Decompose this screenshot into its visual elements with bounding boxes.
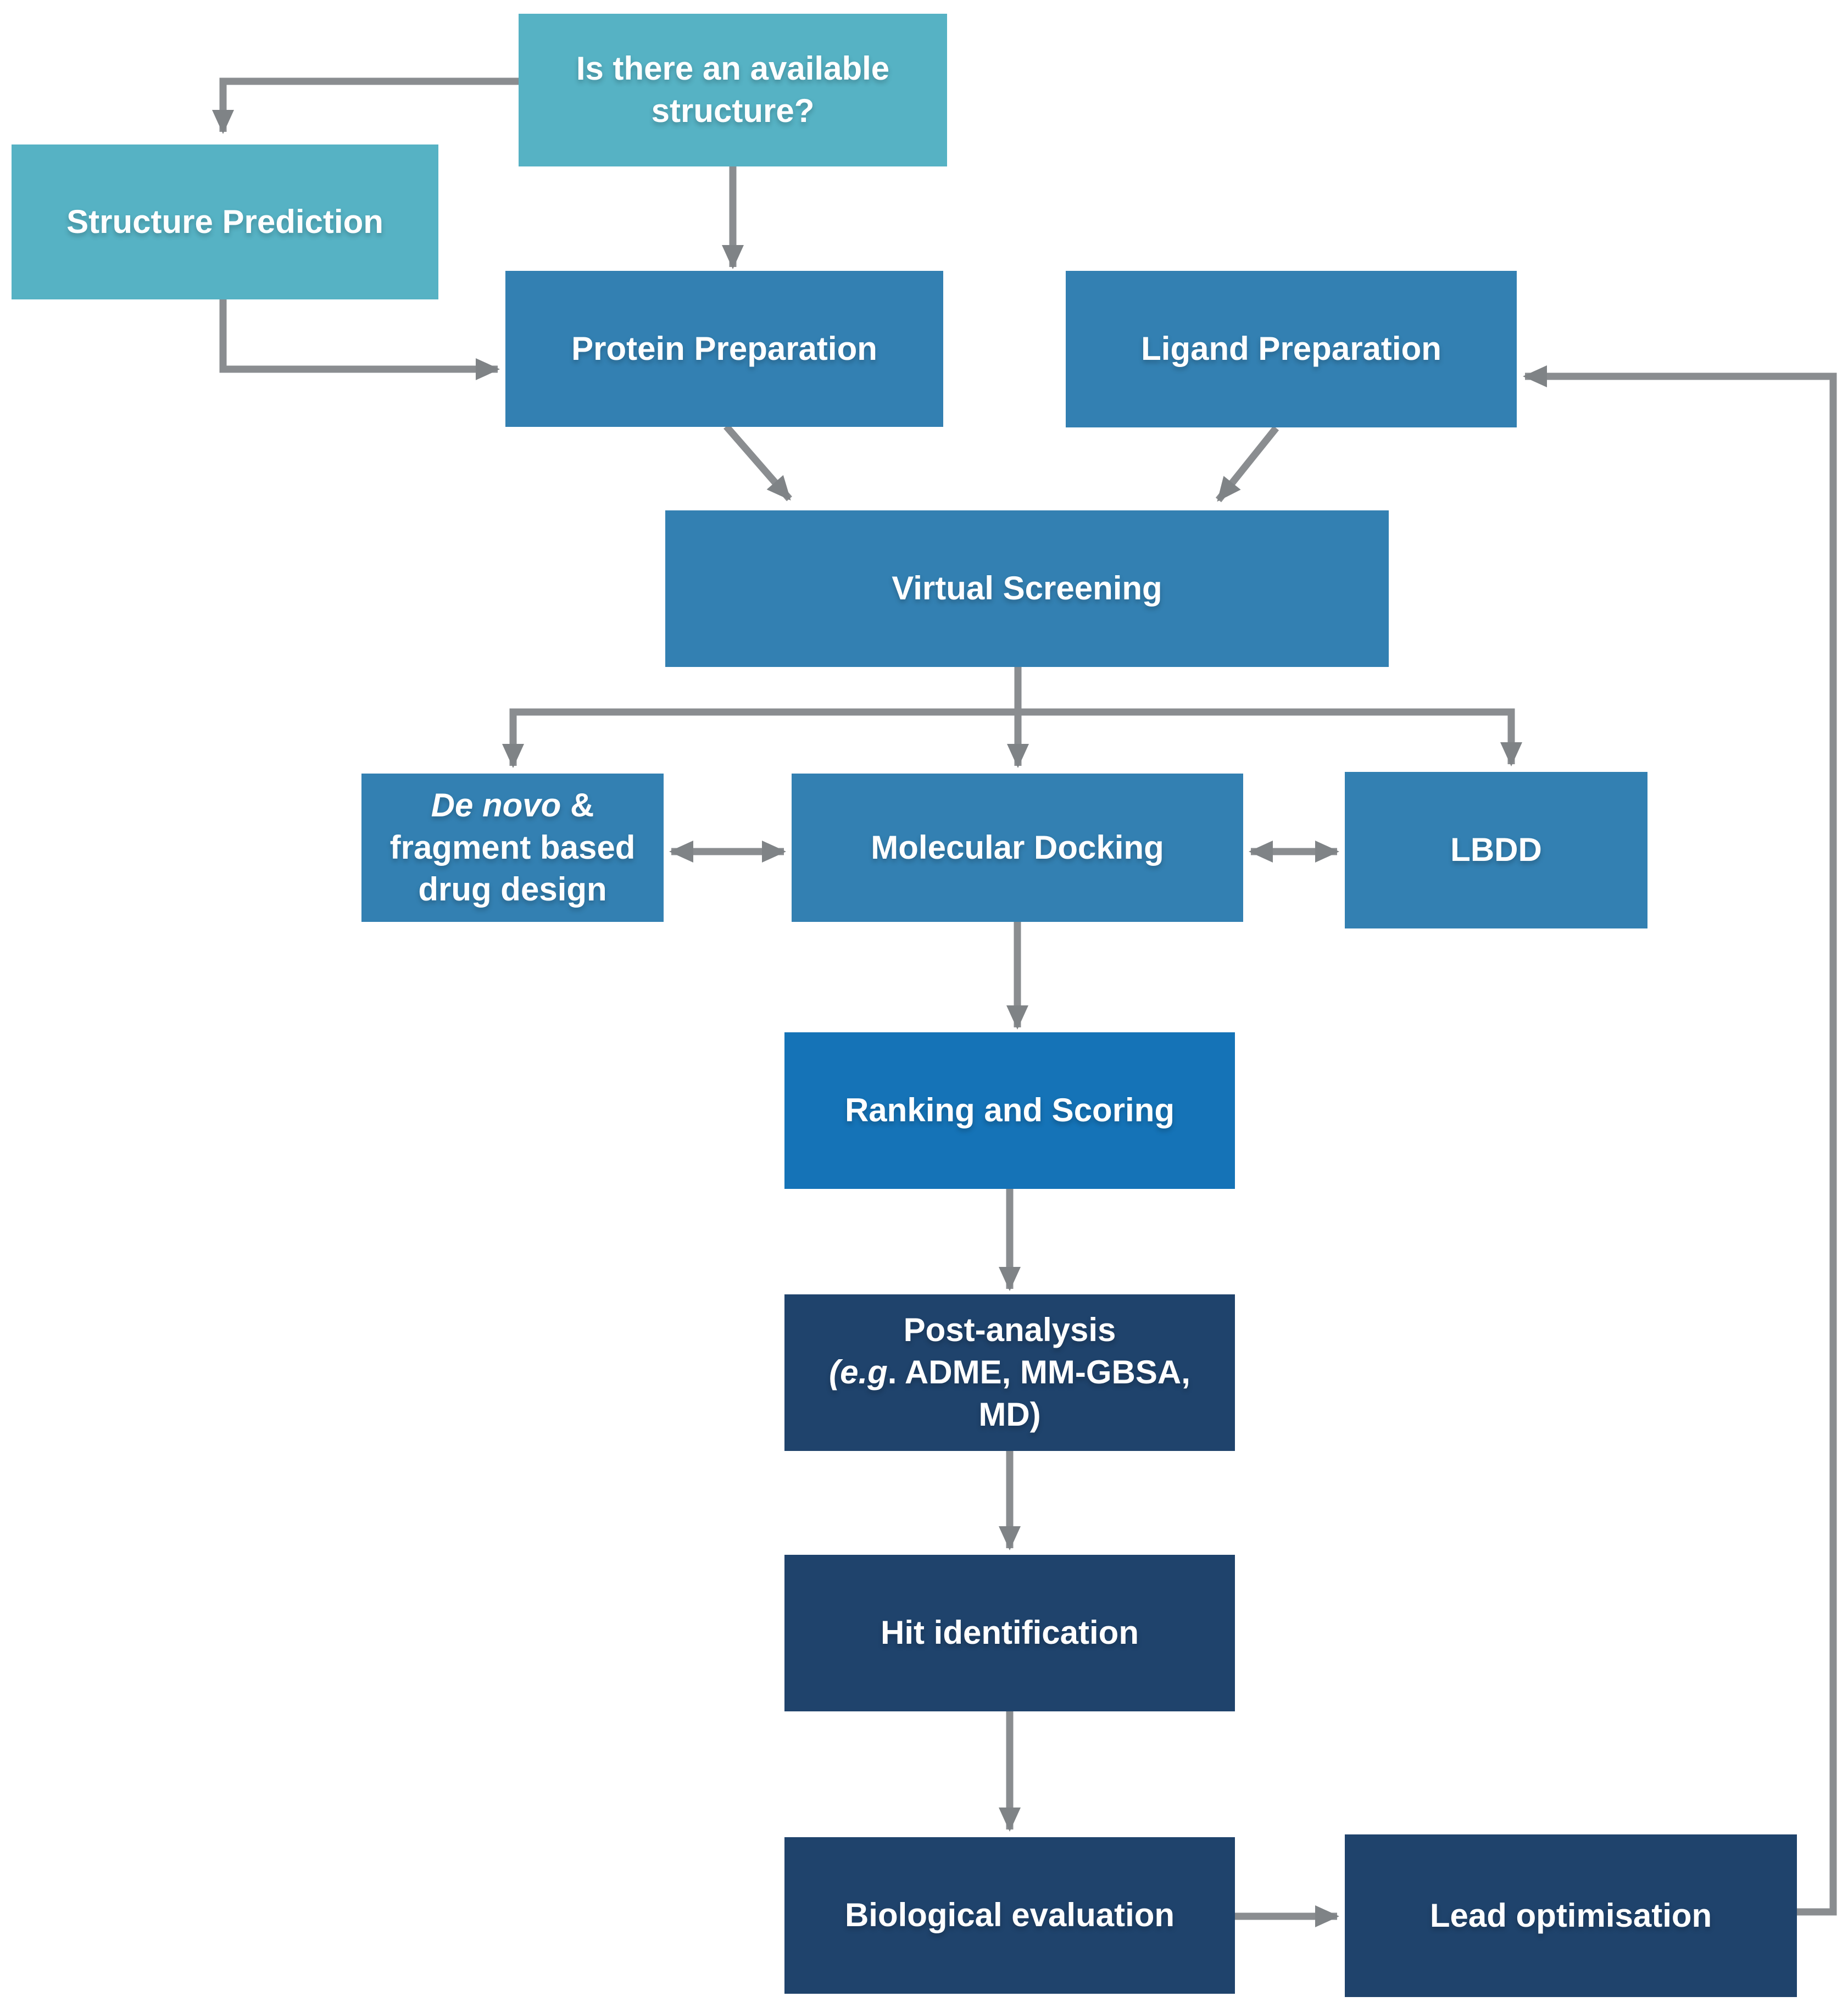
node-lead-optimisation: Lead optimisation xyxy=(1345,1834,1797,1997)
arrow-structure-prediction-to-protein-preparation xyxy=(219,299,500,380)
node-ligand-preparation: Ligand Preparation xyxy=(1066,271,1517,427)
node-virtual-screening: Virtual Screening xyxy=(665,510,1389,667)
node-de-novo-label: De novo & fragment based drug design xyxy=(390,785,636,911)
arrow-protein-preparation-to-virtual-screening xyxy=(723,424,792,502)
node-available-structure-question: Is there an available structure? xyxy=(519,14,947,166)
node-ranking-and-scoring: Ranking and Scoring xyxy=(784,1032,1235,1189)
node-protein-preparation: Protein Preparation xyxy=(505,271,943,427)
de-novo-line2: fragment based xyxy=(389,828,636,866)
arrow-lead-optimisation-to-ligand-preparation-feedback xyxy=(1523,365,1837,1916)
node-hit-identification: Hit identification xyxy=(784,1555,1235,1711)
node-de-novo-fragment-based-drug-design: De novo & fragment based drug design xyxy=(361,774,664,922)
node-post-analysis: Post-analysis (e.g. ADME, MM-GBSA, MD) xyxy=(784,1294,1235,1451)
de-novo-italic-text: De novo xyxy=(431,786,561,824)
post-analysis-eg-italic: (e.g xyxy=(829,1354,888,1391)
post-analysis-line2-rest: . ADME, MM-GBSA, xyxy=(887,1354,1190,1391)
node-molecular-docking: Molecular Docking xyxy=(792,774,1243,922)
post-analysis-line1: Post-analysis xyxy=(903,1311,1116,1349)
node-structure-prediction: Structure Prediction xyxy=(12,144,438,299)
node-post-analysis-label: Post-analysis (e.g. ADME, MM-GBSA, MD) xyxy=(829,1309,1190,1436)
arrow-question-to-structure-prediction xyxy=(212,77,519,134)
arrow-ligand-preparation-to-virtual-screening xyxy=(1215,425,1279,503)
de-novo-ampersand: & xyxy=(561,786,594,824)
node-lbdd: LBDD xyxy=(1345,772,1647,928)
post-analysis-line3: MD) xyxy=(978,1395,1041,1433)
de-novo-line3: drug design xyxy=(418,871,607,908)
node-biological-evaluation: Biological evaluation xyxy=(784,1837,1235,1994)
